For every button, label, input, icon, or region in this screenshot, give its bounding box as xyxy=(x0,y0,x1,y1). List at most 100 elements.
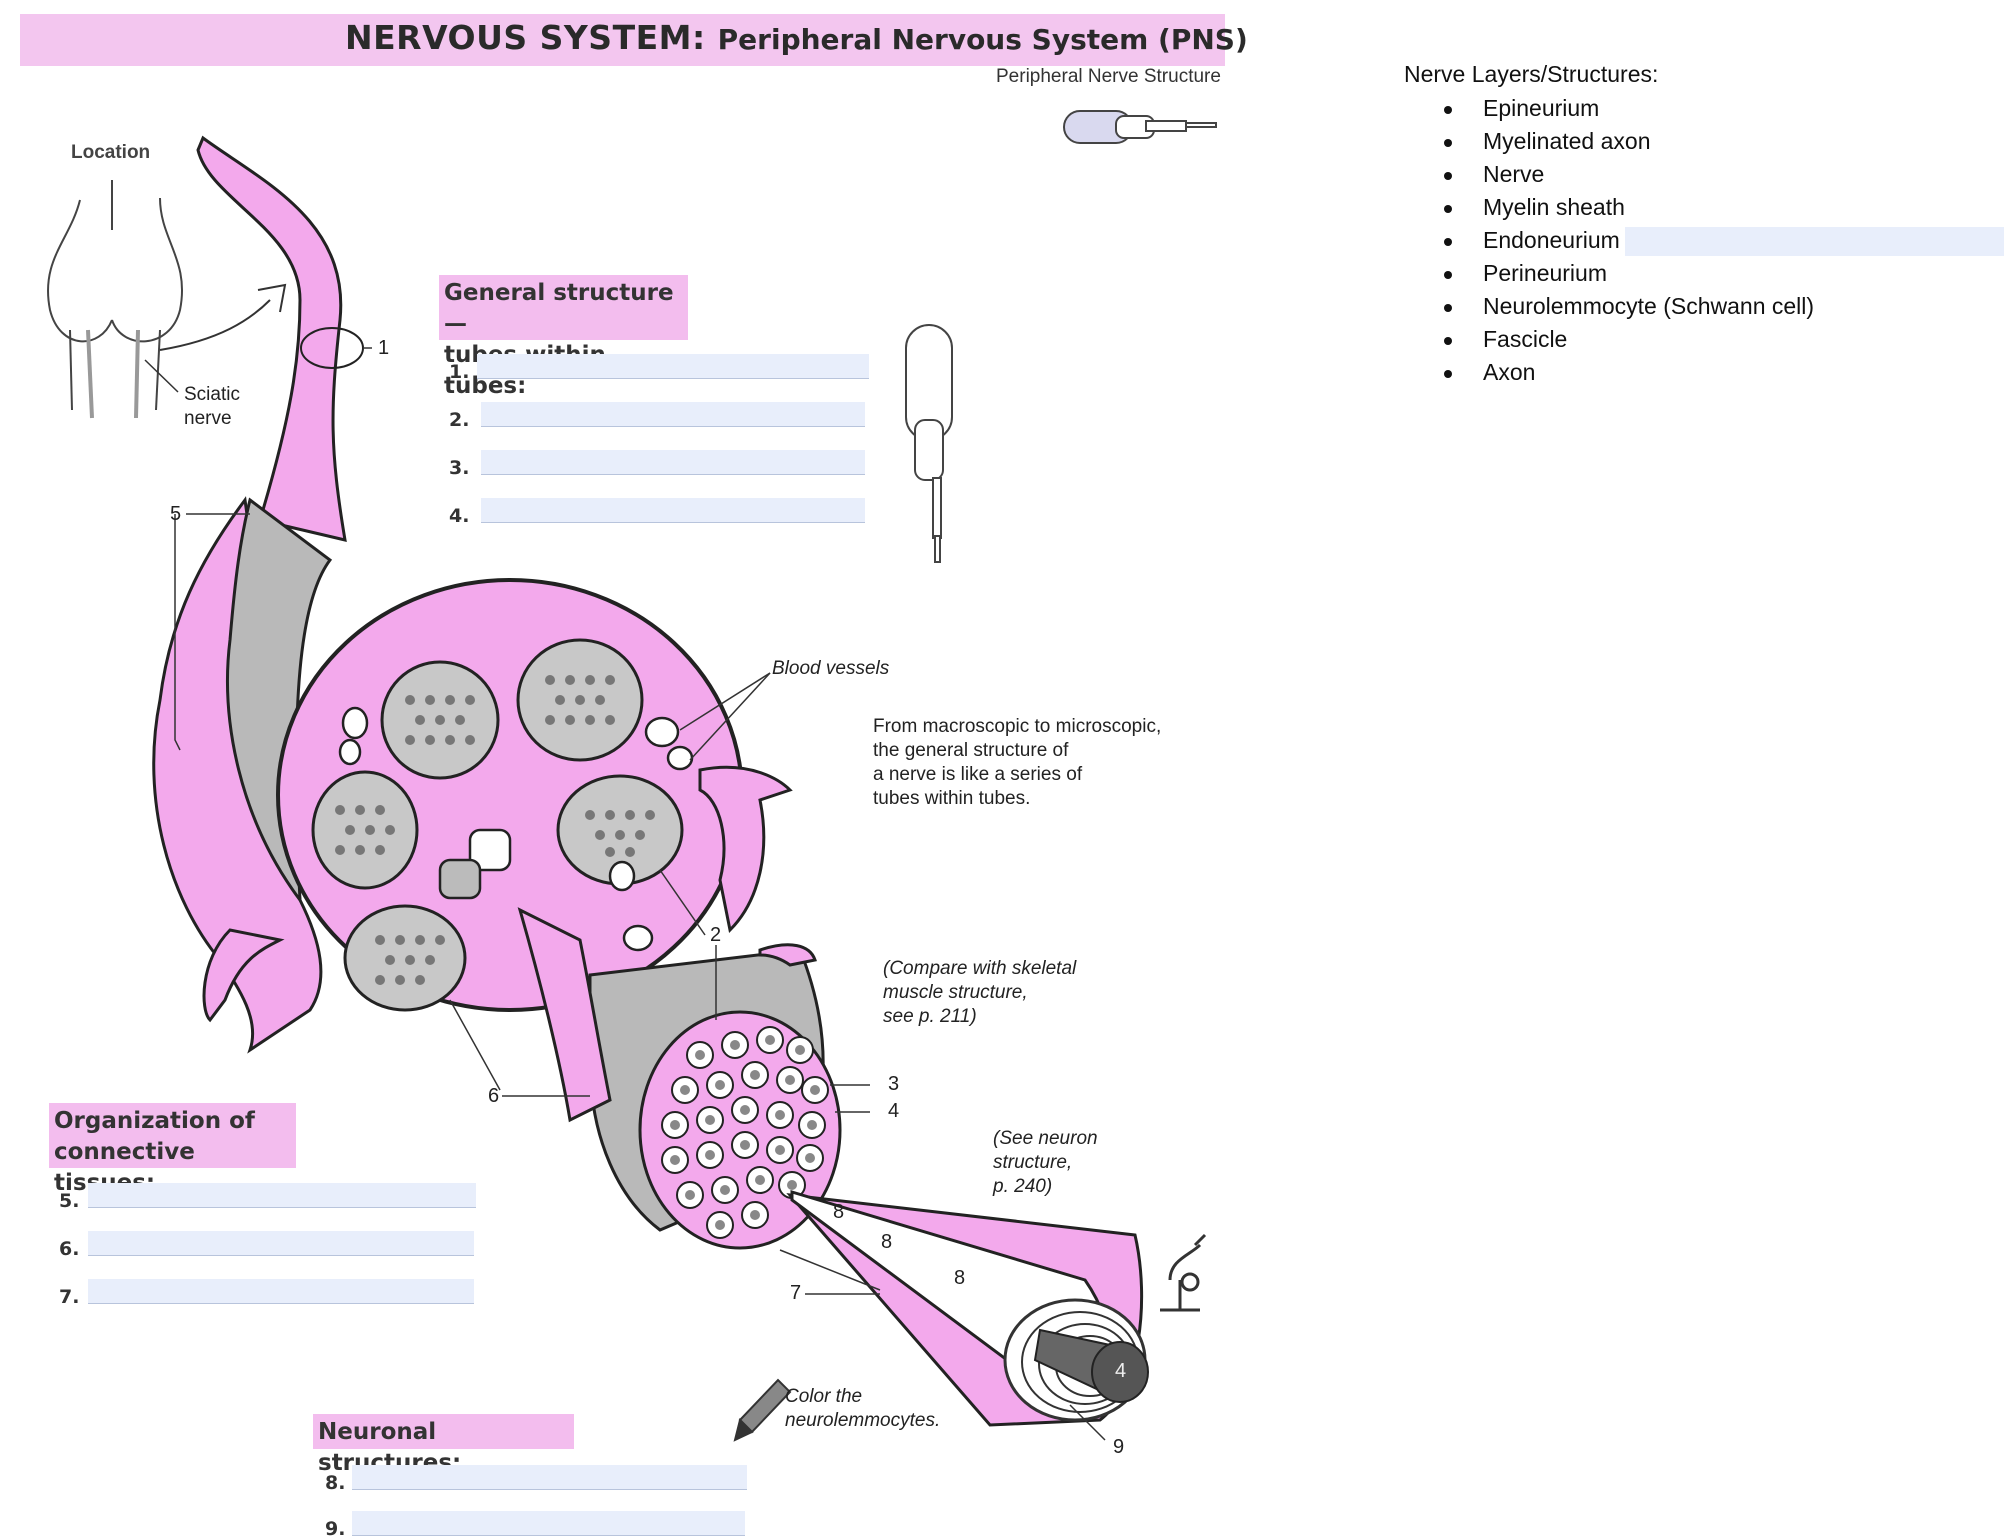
bullet-icon xyxy=(1444,106,1452,114)
answer-number-2: 2. xyxy=(449,409,470,431)
bullet-icon xyxy=(1444,205,1452,213)
neuronal-heading: Neuronal structures: xyxy=(313,1414,574,1476)
word-bank-item: Myelin sheath xyxy=(1404,191,1814,224)
page-title: NERVOUS SYSTEM: Peripheral Nervous Syste… xyxy=(345,18,1248,57)
answer-number-9: 9. xyxy=(325,1518,346,1540)
callout-5: 5 xyxy=(170,503,182,525)
word-bank-item: Epineurium xyxy=(1404,92,1814,125)
answer-field-4[interactable] xyxy=(481,498,865,523)
answer-number-5: 5. xyxy=(59,1190,80,1212)
highlight-bar xyxy=(1625,227,2004,256)
neuron-vertical-icon xyxy=(905,324,953,563)
answer-number-8: 8. xyxy=(325,1472,346,1494)
compare-note: (Compare with skeletal muscle structure,… xyxy=(883,957,1076,1029)
term-label: Nerve xyxy=(1483,161,1545,187)
term-label: Fascicle xyxy=(1483,326,1568,352)
callout-8a: 8 xyxy=(833,1201,845,1223)
term-label: Myelinated axon xyxy=(1483,128,1651,154)
term-label: Endoneurium xyxy=(1483,227,1620,253)
connective-heading: Organization of connective tissues: xyxy=(49,1103,296,1196)
answer-field-8[interactable] xyxy=(352,1465,747,1490)
term-label: Axon xyxy=(1483,359,1536,385)
crayon-icon xyxy=(733,1378,792,1442)
leader-lines xyxy=(174,347,1106,1441)
title-band xyxy=(20,14,1225,66)
perineurium-wrap xyxy=(226,497,333,905)
answer-number-4: 4. xyxy=(449,505,470,527)
word-bank-title: Nerve Layers/Structures: xyxy=(1404,61,1659,87)
word-bank-item: Perineurium xyxy=(1404,257,1814,290)
answer-field-6[interactable] xyxy=(88,1231,474,1256)
word-bank-item: Endoneurium xyxy=(1404,224,1814,257)
description-line: tubes within tubes. xyxy=(873,788,1031,809)
callout-8b: 8 xyxy=(881,1231,893,1253)
answer-number-7: 7. xyxy=(59,1286,80,1308)
answer-field-1[interactable] xyxy=(477,354,869,379)
description-line: the general structure of xyxy=(873,740,1069,761)
blood-vessels-label: Blood vessels xyxy=(772,658,890,679)
term-label: Myelin sheath xyxy=(1483,194,1625,220)
callout-7: 7 xyxy=(790,1282,802,1304)
callout-3: 3 xyxy=(888,1073,900,1095)
blood-vessels xyxy=(338,706,694,952)
location-figure xyxy=(47,180,287,419)
callout-4-axon: 4 xyxy=(1115,1360,1127,1382)
title-main: NERVOUS SYSTEM: xyxy=(345,18,706,57)
description-line: From macroscopic to microscopic, xyxy=(873,716,1162,737)
color-note-line: neurolemmocytes. xyxy=(785,1410,941,1431)
word-bank-item: Axon xyxy=(1404,356,1814,389)
word-bank-item: Neurolemmocyte (Schwann cell) xyxy=(1404,290,1814,323)
nerve-upper-trunk xyxy=(196,135,347,542)
answer-field-2[interactable] xyxy=(481,402,865,427)
term-label: Neurolemmocyte (Schwann cell) xyxy=(1483,293,1815,319)
bullet-icon xyxy=(1444,238,1452,246)
bullet-icon xyxy=(1444,337,1452,345)
word-bank-item: Fascicle xyxy=(1404,323,1814,356)
answer-number-3: 3. xyxy=(449,457,470,479)
neuron-note: (See neuron structure, p. 240) xyxy=(993,1127,1098,1199)
axon-cores xyxy=(670,1035,820,1230)
epineurium-flap-left xyxy=(202,928,285,1023)
epineurium-flap-right xyxy=(698,765,793,934)
callout-4: 4 xyxy=(888,1100,900,1122)
connective-heading-1: Organization of xyxy=(54,1108,255,1134)
callout-9: 9 xyxy=(1113,1436,1125,1458)
bullet-icon xyxy=(1444,172,1452,180)
callout-1: 1 xyxy=(378,337,390,359)
sciatic-label-1: Sciatic xyxy=(184,384,240,405)
term-label: Perineurium xyxy=(1483,260,1607,286)
perineurium-flap xyxy=(517,907,612,1123)
nerve-diagram xyxy=(47,110,1217,1442)
answer-field-5[interactable] xyxy=(88,1183,476,1208)
callout-2: 2 xyxy=(710,924,722,946)
microscope-icon xyxy=(1160,1233,1207,1312)
word-bank-item: Myelinated axon xyxy=(1404,125,1814,158)
color-note-line: Color the xyxy=(785,1386,863,1407)
color-note: Color the neurolemmocytes. xyxy=(785,1385,940,1433)
perineurium-tip xyxy=(758,943,817,967)
bullet-icon xyxy=(1444,370,1452,378)
word-bank-item: Nerve xyxy=(1404,158,1814,191)
epineurium-sleeve xyxy=(152,496,323,1054)
word-bank-list: Epineurium Myelinated axon Nerve Myelin … xyxy=(1404,92,1814,389)
neuron-note-line: (See neuron xyxy=(993,1128,1098,1149)
answer-number-1: 1. xyxy=(449,361,470,383)
sciatic-label-2: nerve xyxy=(184,408,232,429)
bullet-icon xyxy=(1444,304,1452,312)
bullet-icon xyxy=(1444,139,1452,147)
compare-line: see p. 211) xyxy=(883,1006,977,1027)
general-heading-1: General structure— xyxy=(444,280,674,337)
neuron-note-line: p. 240) xyxy=(993,1176,1053,1197)
axon-end xyxy=(1091,1341,1149,1403)
compare-line: (Compare with skeletal xyxy=(883,958,1077,979)
location-label: Location xyxy=(71,142,151,163)
answer-field-7[interactable] xyxy=(88,1279,474,1304)
callout-8c: 8 xyxy=(954,1267,966,1289)
bullet-icon xyxy=(1444,271,1452,279)
description-line: a nerve is like a series of xyxy=(873,764,1083,785)
term-label: Epineurium xyxy=(1483,95,1600,121)
title-sub: Peripheral Nervous System (PNS) xyxy=(717,23,1248,56)
answer-field-3[interactable] xyxy=(481,450,865,475)
answer-field-9[interactable] xyxy=(352,1511,745,1536)
description-text: From macroscopic to microscopic, the gen… xyxy=(873,715,1161,811)
